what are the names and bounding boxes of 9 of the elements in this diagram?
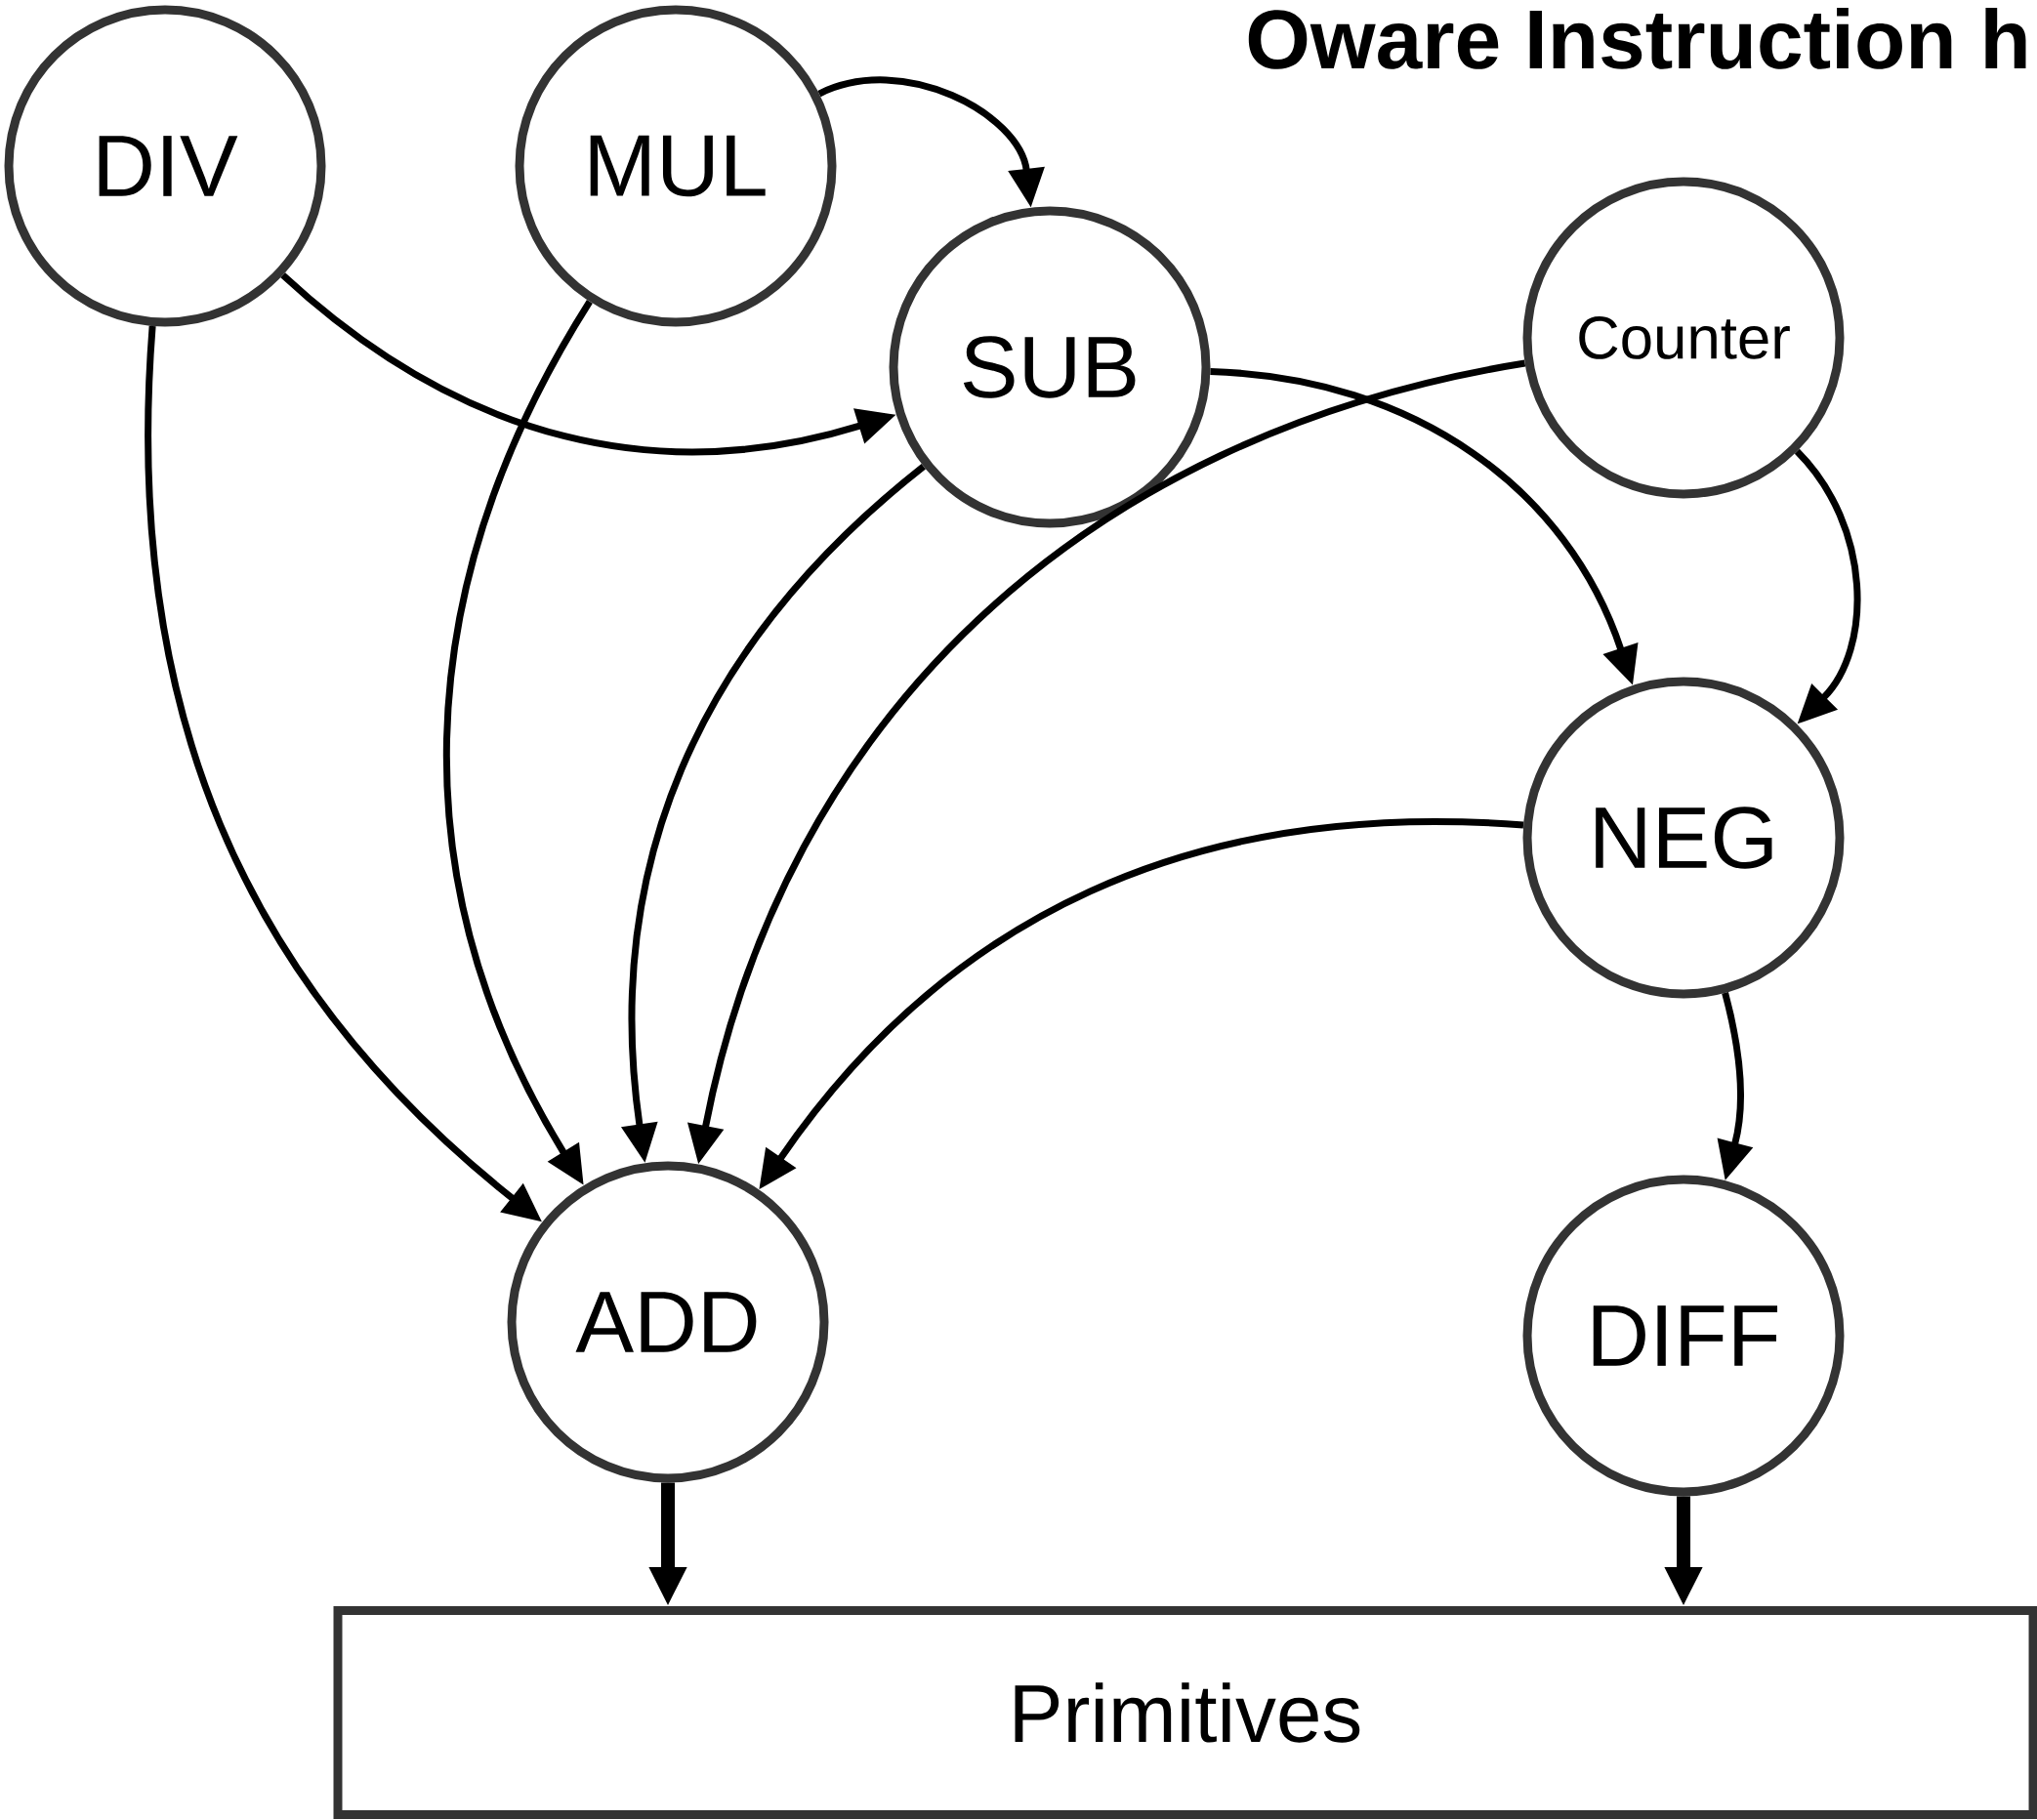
circle-node: SUB xyxy=(889,206,1211,528)
circle-node: DIV xyxy=(4,5,326,327)
circle-node: ADD xyxy=(507,1161,829,1483)
circle-node: NEG xyxy=(1522,677,1845,999)
title: Oware Instruction h xyxy=(1248,7,2026,69)
process-box: Primitives xyxy=(333,1606,2037,1819)
circle-node: Counter xyxy=(1522,177,1845,499)
circle-node: DIFF xyxy=(1522,1175,1845,1497)
circle-node: MUL xyxy=(515,5,837,327)
